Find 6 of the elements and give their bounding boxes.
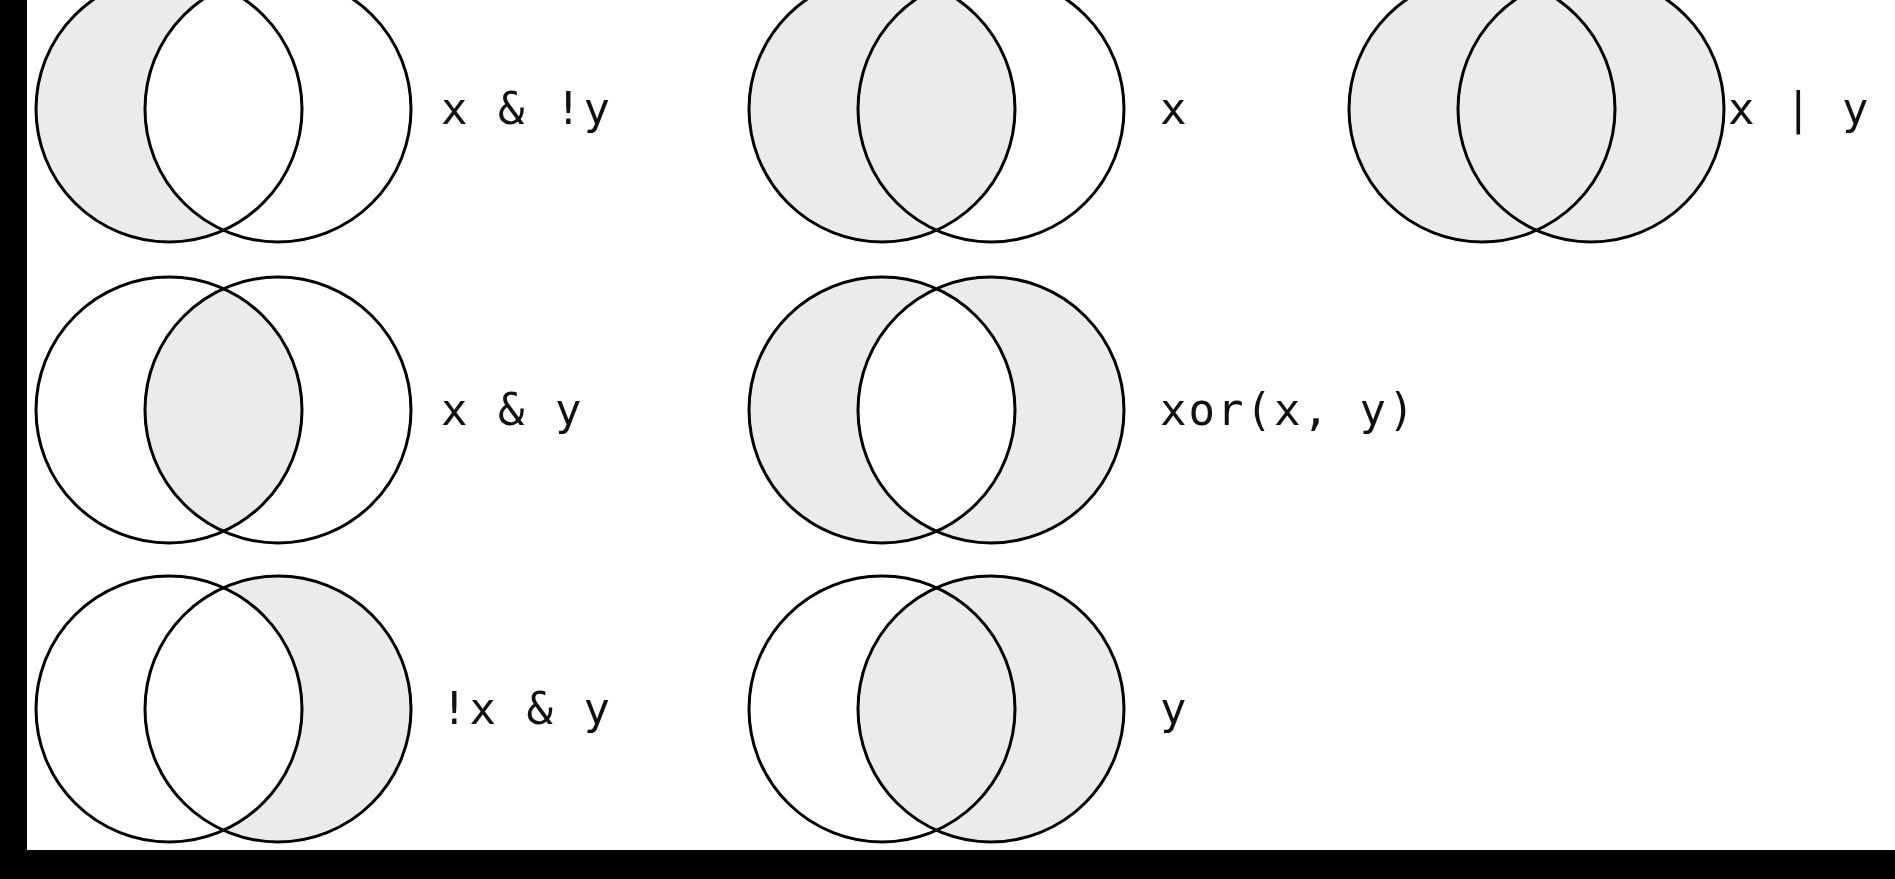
boolean-expression: !x & y <box>441 687 612 731</box>
boolean-expression: x <box>1160 87 1189 131</box>
boolean-expression: xor(x, y) <box>1160 388 1417 432</box>
boolean-expression: x & !y <box>441 87 612 131</box>
boolean-expression: x & y <box>441 388 584 432</box>
boolean-expression: y <box>1160 687 1189 731</box>
